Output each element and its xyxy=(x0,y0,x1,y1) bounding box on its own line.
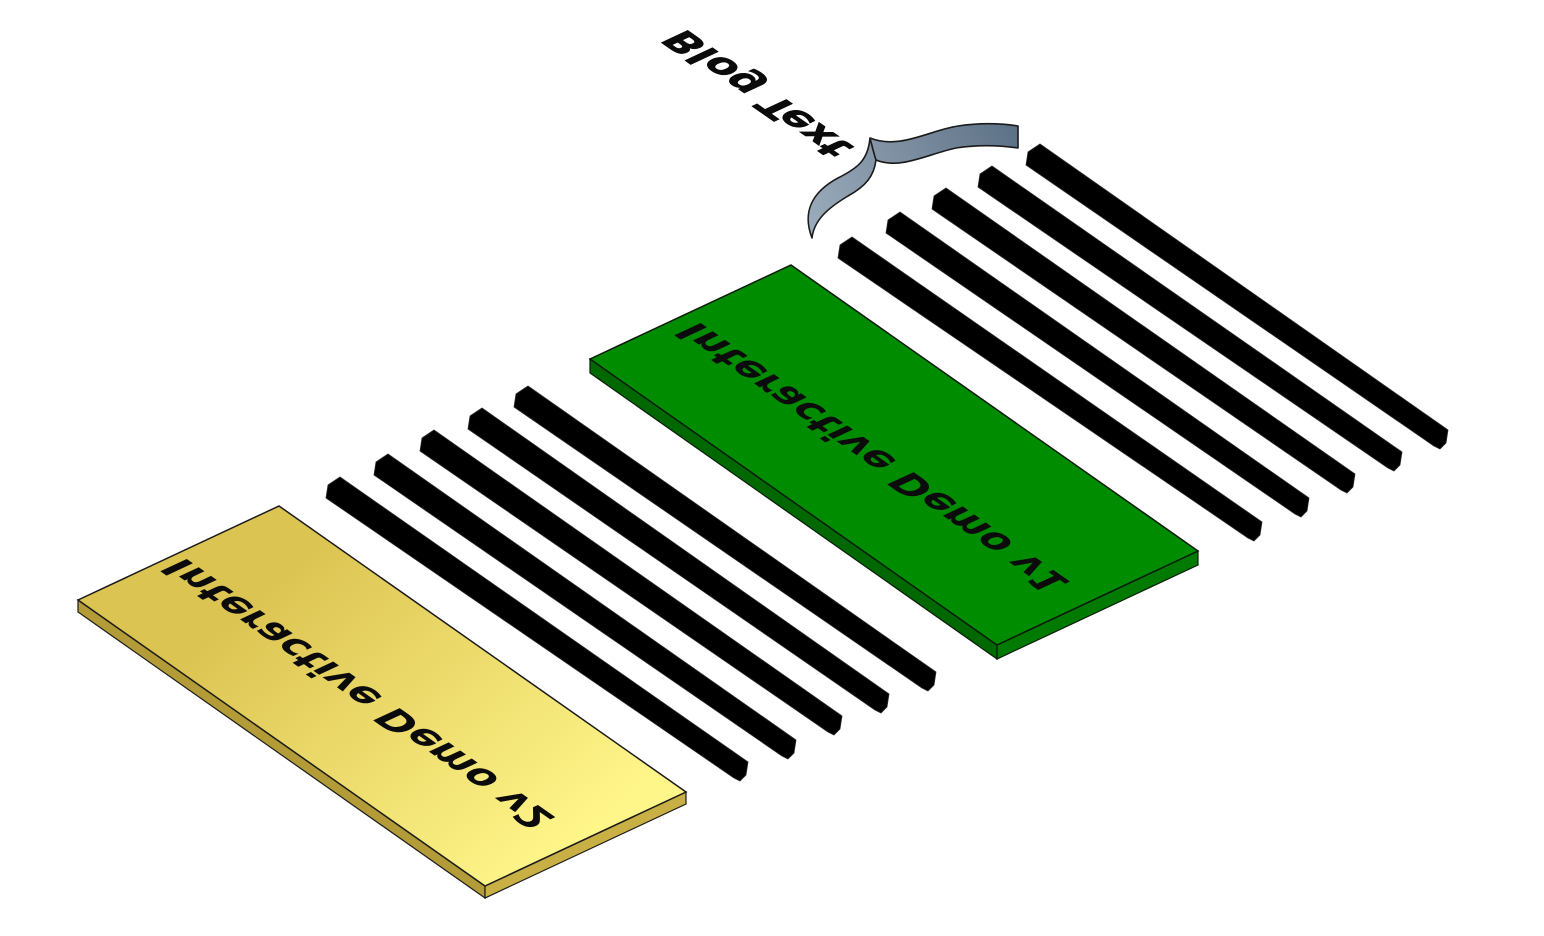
ribbon-fold-edge xyxy=(869,137,877,161)
panel-v2-top-face xyxy=(76,505,688,887)
text-line-bar xyxy=(837,236,1263,542)
text-line-bar xyxy=(419,429,843,736)
blog-text-ribbon-bracket xyxy=(807,122,1019,239)
text-line-bar xyxy=(373,453,797,760)
text-line-group-top-right xyxy=(837,143,1449,542)
panel-v1-top-face xyxy=(588,264,1200,646)
text-line-bar xyxy=(931,187,1356,494)
blog-text-label: Blog Text xyxy=(652,24,864,163)
text-line-bar xyxy=(977,165,1403,472)
text-line-bar xyxy=(1025,143,1449,450)
text-line-bar xyxy=(885,211,1310,518)
ribbon-shape xyxy=(807,122,1019,239)
text-line-bar xyxy=(467,407,890,714)
text-line-bar xyxy=(325,476,749,782)
text-line-group-center xyxy=(325,385,937,782)
text-line-bar xyxy=(513,385,937,692)
